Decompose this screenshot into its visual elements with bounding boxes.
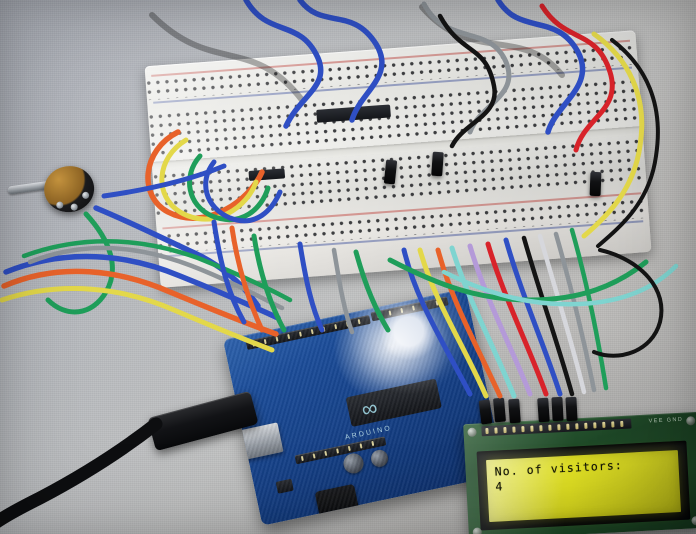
wire-bundle-green [569,227,609,391]
wire-gray-sweep [27,245,285,311]
wire-blue-down-2 [297,241,325,333]
wire-bundle-yellow [417,247,489,399]
wire-blue-top-1 [243,0,324,129]
wire-gray-down [331,247,355,335]
wire-bundle-blue-2 [503,237,563,397]
wire-green-down [251,233,287,333]
wire-bundle-black [521,235,575,397]
wire-bundle-red [485,241,549,397]
wire-black-right [596,38,660,248]
wire-yellow-right [581,31,645,239]
wire-orange-down [229,225,265,333]
wire-blue-sweep [3,253,281,321]
wire-black-loop-right [592,248,664,358]
wire-yellow-loop [159,137,259,222]
wire-green-down-2 [353,249,391,333]
wire-pot-green [45,211,115,315]
wire-bundle-violet [467,243,533,397]
wire-orange-loop [145,129,265,221]
wire-blue-top-3 [495,0,586,135]
usb-cable [0,417,163,528]
wire-red-top [539,3,615,153]
wire-gray-top [421,1,512,135]
wire-bundle-white [537,233,587,395]
wire-bundle-cyan [449,245,517,399]
wire-blue-top-2 [297,0,385,123]
wire-blue-down-1 [211,219,247,325]
wire-bundle-gray [553,231,597,393]
wire-pot-blue-2 [101,163,227,199]
wire-blue-loop [203,159,283,224]
wire-bundle-orange [435,247,503,399]
wire-black-top [437,13,497,149]
wire-yellow-sweep [0,286,275,353]
wire-pot-blue [93,205,261,309]
